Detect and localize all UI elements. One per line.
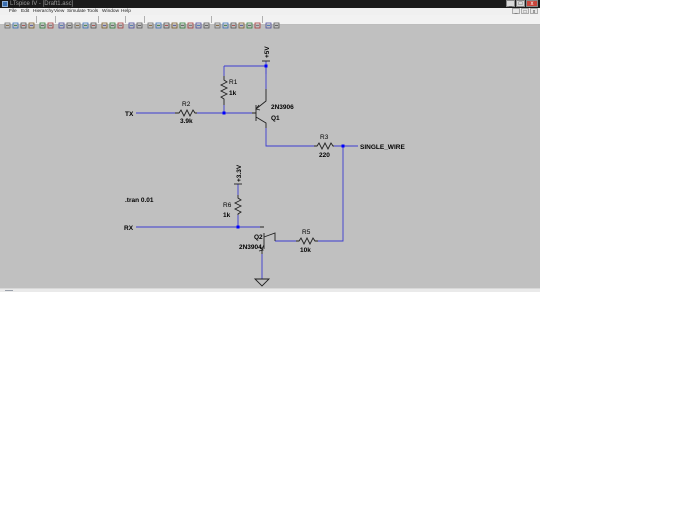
r5-name: R5 bbox=[302, 229, 311, 236]
r3-value: 220 bbox=[319, 152, 330, 159]
menu-simulate[interactable]: Simulate bbox=[67, 9, 86, 14]
r1-name: R1 bbox=[229, 79, 238, 86]
resistor-icon[interactable] bbox=[171, 16, 178, 29]
supply-3v3-label: +3.3V bbox=[236, 164, 243, 182]
capacitor-icon[interactable] bbox=[179, 16, 186, 29]
menu-hierarchy[interactable]: Hierarchy bbox=[33, 9, 54, 14]
r6-value: 1k bbox=[223, 212, 231, 219]
spice-directive[interactable]: .tran 0.01 bbox=[125, 197, 154, 204]
ltspice-app-icon bbox=[2, 1, 8, 7]
r1-resistor bbox=[219, 76, 229, 105]
status-grip bbox=[5, 290, 13, 291]
window-title: LTspice IV - [Draft1.asc] bbox=[10, 1, 74, 7]
doc-restore-button[interactable]: □ bbox=[521, 8, 529, 15]
ground-symbol bbox=[253, 278, 271, 287]
r6-resistor bbox=[233, 195, 243, 215]
label-icon[interactable] bbox=[163, 16, 170, 29]
r3-name: R3 bbox=[320, 134, 329, 141]
rx-label: RX bbox=[124, 225, 134, 232]
menu-tools[interactable]: Tools bbox=[87, 9, 99, 14]
doc-close-button[interactable]: x bbox=[530, 8, 538, 15]
junctions bbox=[222, 64, 345, 229]
text-icon[interactable] bbox=[265, 16, 272, 29]
q2-model: 2N3904 bbox=[239, 244, 262, 251]
schematic-text: TX RX SINGLE_WIRE +5V +3.3V .tran 0.01 R… bbox=[124, 46, 405, 254]
control-panel-icon[interactable] bbox=[28, 16, 35, 29]
zoom-fit-icon[interactable] bbox=[82, 16, 89, 29]
r3-resistor bbox=[314, 141, 334, 151]
paste-icon[interactable] bbox=[117, 16, 124, 29]
toolbar-separator bbox=[144, 16, 145, 23]
inductor-icon[interactable] bbox=[187, 16, 194, 29]
open-icon[interactable] bbox=[12, 16, 19, 29]
single-wire-label: SINGLE_WIRE bbox=[360, 144, 405, 151]
copy-icon[interactable] bbox=[109, 16, 116, 29]
document-controls: _ □ x bbox=[512, 8, 538, 15]
toolbar-separator bbox=[55, 16, 56, 23]
wire-icon[interactable] bbox=[147, 16, 154, 29]
spice-directive-icon[interactable] bbox=[273, 16, 280, 29]
move-icon[interactable] bbox=[214, 16, 221, 29]
run-icon[interactable] bbox=[39, 16, 46, 29]
ground-icon[interactable] bbox=[155, 16, 162, 29]
close-button[interactable]: x bbox=[526, 0, 538, 7]
drag-icon[interactable] bbox=[222, 16, 229, 29]
pan-icon[interactable] bbox=[66, 16, 73, 29]
rotate-icon[interactable] bbox=[246, 16, 253, 29]
undo-icon[interactable] bbox=[230, 16, 237, 29]
toolbar-separator bbox=[211, 16, 212, 23]
r6-name: R6 bbox=[223, 202, 232, 209]
doc-minimize-button[interactable]: _ bbox=[512, 8, 520, 15]
menu-view[interactable]: View bbox=[54, 9, 65, 14]
r2-value: 3.9k bbox=[180, 118, 193, 125]
cut-icon[interactable] bbox=[101, 16, 108, 29]
minimize-button[interactable]: _ bbox=[506, 0, 515, 7]
menu-edit[interactable]: Edit bbox=[21, 9, 30, 14]
ltspice-window: LTspice IV - [Draft1.asc] _ □ x File Edi… bbox=[0, 0, 540, 292]
print-icon[interactable] bbox=[128, 16, 135, 29]
menu-window[interactable]: Window bbox=[102, 9, 120, 14]
r5-value: 10k bbox=[300, 247, 311, 254]
halt-icon[interactable] bbox=[47, 16, 54, 29]
mirror-icon[interactable] bbox=[254, 16, 261, 29]
toolbar-separator bbox=[262, 16, 263, 23]
zoom-out-icon[interactable] bbox=[74, 16, 81, 29]
toolbar-separator bbox=[36, 16, 37, 23]
r1-value: 1k bbox=[229, 90, 237, 97]
r2-name: R2 bbox=[182, 101, 191, 108]
window-controls: _ □ x bbox=[506, 0, 538, 8]
status-bar bbox=[0, 288, 540, 292]
supply-5v-label: +5V bbox=[264, 46, 271, 58]
find-icon[interactable] bbox=[136, 16, 143, 29]
supply-flags bbox=[234, 60, 270, 185]
menu-file[interactable]: File bbox=[9, 9, 17, 14]
r2-resistor bbox=[175, 108, 197, 118]
title-bar: LTspice IV - [Draft1.asc] _ □ x bbox=[0, 0, 540, 8]
components bbox=[175, 76, 334, 287]
diode-icon[interactable] bbox=[195, 16, 202, 29]
q1-name: Q1 bbox=[271, 115, 280, 122]
maximize-button[interactable]: □ bbox=[516, 0, 525, 7]
q2-name: Q2 bbox=[254, 234, 263, 241]
save-icon[interactable] bbox=[20, 16, 27, 29]
new-schematic-icon[interactable] bbox=[4, 16, 11, 29]
toolbar bbox=[0, 15, 540, 29]
toolbar-separator bbox=[98, 16, 99, 23]
q2-transistor bbox=[260, 226, 276, 254]
zoom-in-icon[interactable] bbox=[58, 16, 65, 29]
menu-help[interactable]: Help bbox=[121, 9, 131, 14]
component-icon[interactable] bbox=[203, 16, 210, 29]
tx-label: TX bbox=[125, 111, 134, 118]
redo-icon[interactable] bbox=[238, 16, 245, 29]
toolbar-separator bbox=[125, 16, 126, 23]
r5-resistor bbox=[296, 236, 318, 246]
schematic-canvas[interactable]: TX RX SINGLE_WIRE +5V +3.3V .tran 0.01 R… bbox=[0, 25, 540, 288]
q1-transistor bbox=[252, 89, 267, 128]
autorange-icon[interactable] bbox=[90, 16, 97, 29]
q1-model: 2N3906 bbox=[271, 104, 294, 111]
